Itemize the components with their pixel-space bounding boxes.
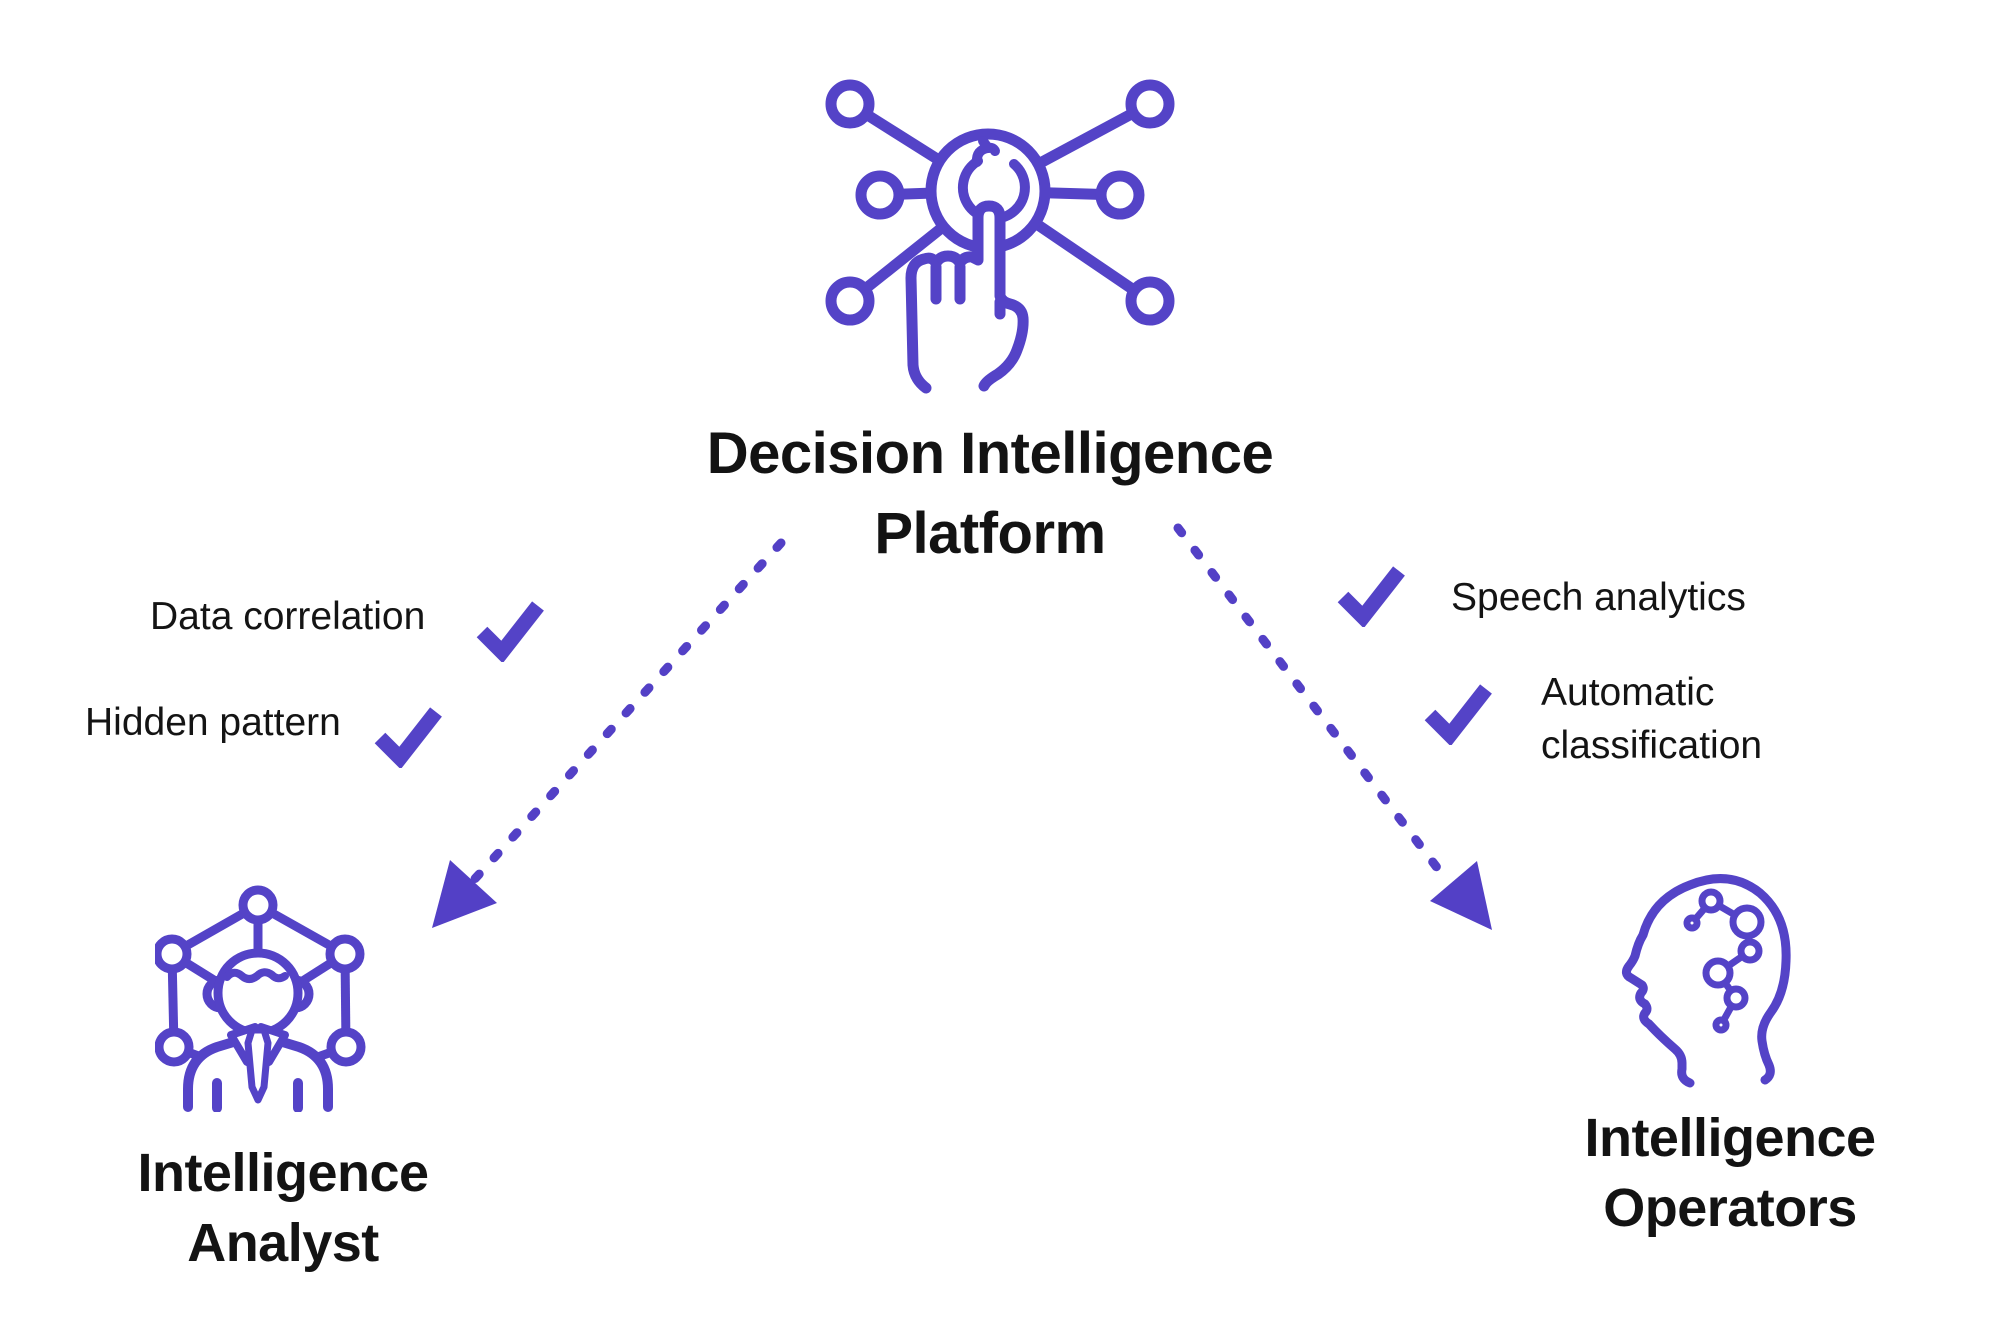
checkmark-icon [477, 601, 545, 662]
checkmark-icon [374, 707, 442, 768]
network-nodes [825, 79, 1175, 326]
pressing-hand [905, 200, 1029, 394]
analyst-label: Intelligence Analyst [83, 1138, 483, 1278]
analyst-network-icon [155, 885, 366, 1112]
feature-label-line1: Automatic [1541, 671, 1715, 714]
operators-label: Intelligence Operators [1515, 1103, 1945, 1243]
operators-label-line1: Intelligence [1584, 1108, 1876, 1168]
platform-title: Decision Intelligence Platform [590, 414, 1390, 574]
molecule-nodes [1683, 888, 1765, 1034]
feature-hidden-pattern: Hidden pattern [85, 696, 443, 768]
network-touch-icon [825, 79, 1175, 394]
feature-label: Automatic classification [1541, 666, 1762, 772]
feature-label: Speech analytics [1451, 576, 1746, 619]
analyst-network-nodes [155, 885, 366, 1067]
feature-speech-analytics: Speech analytics [1336, 563, 1746, 627]
feature-automatic-classification: Automatic classification [1423, 666, 1762, 772]
checkmark-icon [1337, 566, 1405, 627]
checkmark-icon [1424, 684, 1492, 745]
platform-title-line2: Platform [874, 501, 1106, 566]
analyst-label-line2: Analyst [187, 1213, 379, 1273]
platform-title-line1: Decision Intelligence [706, 421, 1274, 486]
mind-molecule-icon [1621, 874, 1791, 1088]
analyst-person [183, 948, 333, 1112]
feature-label: Data correlation [150, 595, 426, 638]
head-profile-outline [1621, 874, 1791, 1088]
feature-data-correlation: Data correlation [150, 590, 545, 662]
feature-label-line2: classification [1541, 724, 1763, 767]
analyst-label-line1: Intelligence [137, 1143, 429, 1203]
feature-label: Hidden pattern [85, 701, 341, 744]
operators-label-line2: Operators [1603, 1178, 1857, 1238]
